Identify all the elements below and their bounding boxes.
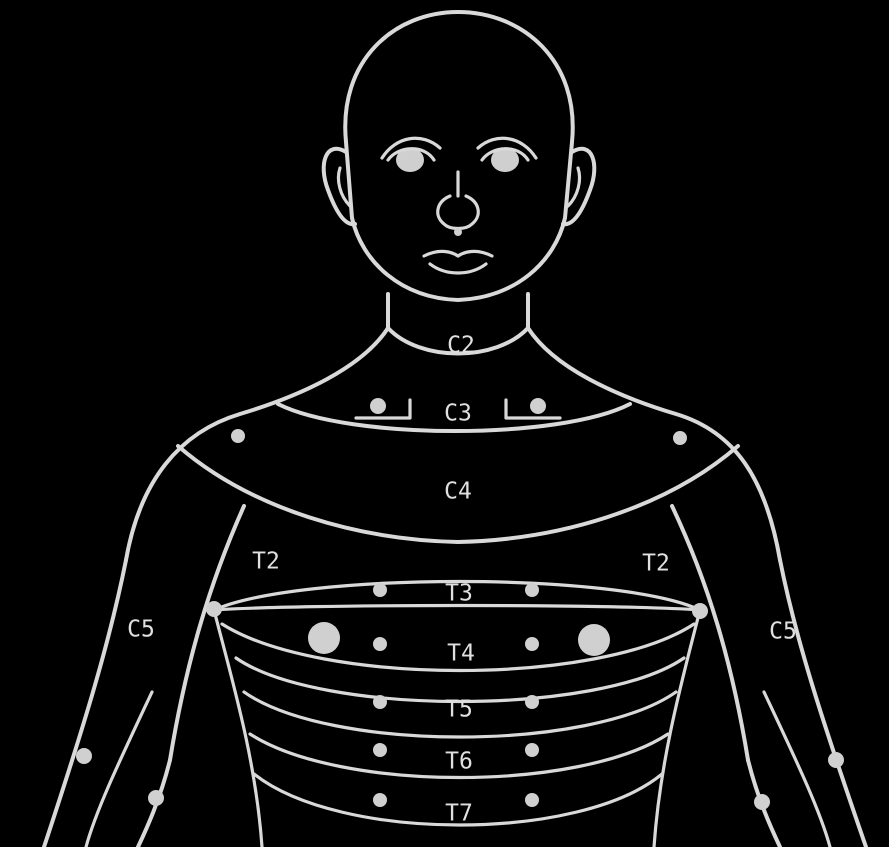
c4-left-dot <box>673 431 687 445</box>
t7-right-dot <box>373 793 387 807</box>
t4-left-dot <box>525 637 539 651</box>
label-c4: C4 <box>444 479 472 505</box>
t5-left-dot <box>525 695 539 709</box>
label-t5: T5 <box>445 697 473 723</box>
label-c2: C2 <box>447 333 475 359</box>
nipple-right <box>308 622 340 654</box>
t3-right-dot <box>373 583 387 597</box>
arm-right-dot-1 <box>76 748 92 764</box>
nose-point <box>454 228 462 236</box>
c4-right-dot <box>231 429 245 443</box>
label-t2-right: T2 <box>252 549 280 575</box>
t4-right-dot <box>373 637 387 651</box>
label-c5-right: C5 <box>127 617 155 643</box>
label-t6: T6 <box>445 749 473 775</box>
t6-right-dot <box>373 743 387 757</box>
c3-right-dot <box>370 398 386 414</box>
t7-left-dot <box>525 793 539 807</box>
t2-right-dot <box>206 601 222 617</box>
t2-left-dot <box>692 603 708 619</box>
t5-right-dot <box>373 695 387 709</box>
t6-left-dot <box>525 743 539 757</box>
t3-left-dot <box>525 583 539 597</box>
arm-left-dot-1 <box>828 752 844 768</box>
label-t2-left: T2 <box>642 551 670 577</box>
label-t7: T7 <box>445 801 473 827</box>
c3-left-dot <box>530 398 546 414</box>
label-c3: C3 <box>444 401 472 427</box>
label-t4: T4 <box>447 641 475 667</box>
label-c5-left: C5 <box>769 619 797 645</box>
label-t3: T3 <box>445 581 473 607</box>
arm-right-dot-2 <box>148 790 164 806</box>
arm-left-dot-2 <box>754 794 770 810</box>
nipple-left <box>578 624 610 656</box>
